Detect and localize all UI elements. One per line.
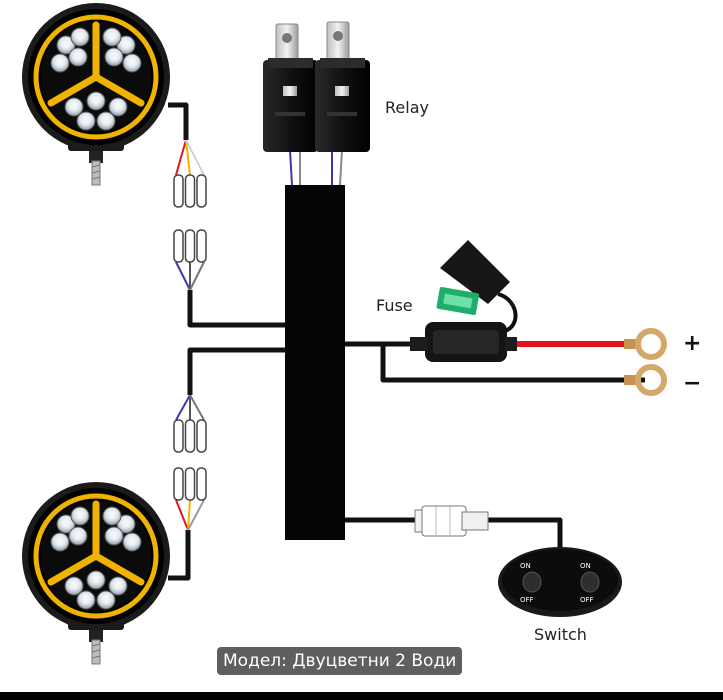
switch-right-on-label: ON [580, 562, 591, 570]
negative-terminal [624, 364, 667, 396]
relay-label: Relay [385, 98, 429, 117]
connector-bottom-lamp [173, 467, 207, 501]
negative-symbol: − [683, 371, 701, 396]
model-caption: Модел: Двуцветни 2 Води [217, 647, 463, 675]
harness-wires [168, 102, 645, 581]
connector-top-lamp [173, 174, 207, 208]
positive-symbol: + [683, 331, 701, 356]
switch-right-off-label: OFF [580, 596, 594, 604]
switch-left-on-label: ON [520, 562, 531, 570]
harness-trunk [285, 185, 345, 540]
wire-fanouts [175, 139, 343, 531]
relay-pair [263, 21, 370, 152]
connector-upper-harness [173, 229, 207, 263]
led-light-top [22, 3, 170, 185]
switch-label: Switch [534, 625, 587, 644]
led-light-bottom [22, 482, 170, 664]
fuse-label: Fuse [376, 296, 413, 315]
switch-left-off-label: OFF [520, 596, 534, 604]
switch-panel: ON OFF ON OFF [498, 547, 622, 617]
fuse-holder [410, 240, 517, 362]
positive-terminal [624, 328, 667, 360]
switch-connector [414, 505, 489, 537]
connector-lower-harness [173, 419, 207, 453]
bottom-bar [0, 692, 723, 700]
